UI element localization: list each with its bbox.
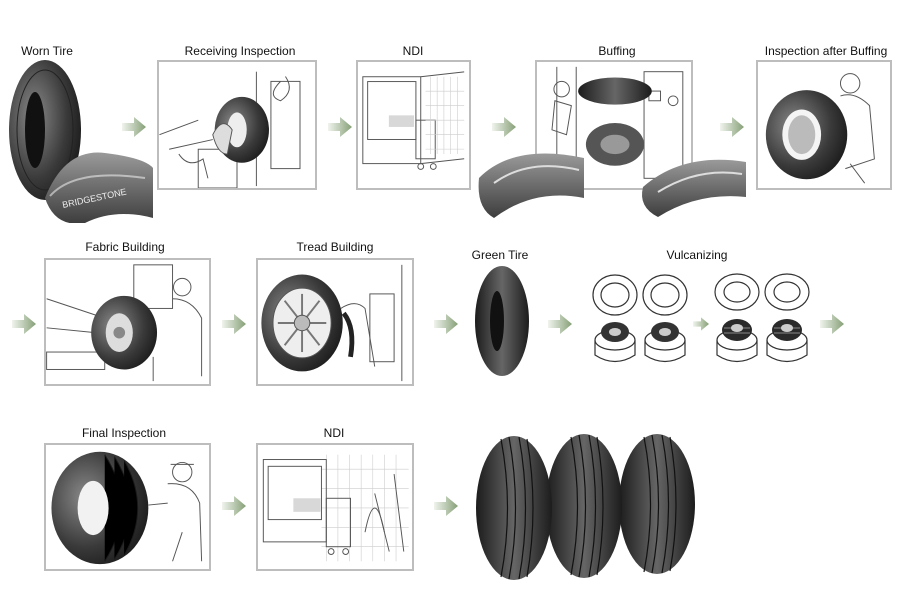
- label-buffing: Buffing: [598, 44, 636, 58]
- flow-arrow: [222, 496, 246, 516]
- panel-fabric-building: [44, 258, 211, 386]
- worn-tire-illustration: BRIDGESTONE: [9, 60, 153, 223]
- label-final-inspection: Final Inspection: [81, 426, 167, 440]
- label-tread-building: Tread Building: [296, 240, 374, 254]
- panel-buffing: [535, 60, 693, 190]
- panel-receiving-inspection: [157, 60, 317, 190]
- label-receiving-inspection: Receiving Inspection: [184, 44, 296, 58]
- flow-arrow: [720, 117, 744, 137]
- flow-arrow: [434, 314, 458, 334]
- label-inspection-after-buffing: Inspection after Buffing: [764, 44, 888, 58]
- panel-inspection-after-buffing: [756, 60, 892, 190]
- label-fabric-building: Fabric Building: [85, 240, 165, 254]
- panel-ndi-2: [256, 443, 414, 571]
- panel-ndi-1: [356, 60, 471, 190]
- label-green-tire: Green Tire: [471, 248, 529, 262]
- flow-arrow: [492, 117, 516, 137]
- label-worn-tire: Worn Tire: [21, 44, 73, 58]
- flow-arrow: [548, 314, 572, 334]
- panel-tread-building: [256, 258, 414, 386]
- green-tire-illustration: [475, 266, 529, 376]
- label-ndi-1: NDI: [402, 44, 424, 58]
- flow-arrow: [12, 314, 36, 334]
- flow-arrow: [434, 496, 458, 516]
- buffed-casing-right: [642, 159, 746, 217]
- finished-tires-illustration: [476, 434, 695, 580]
- panel-final-inspection: [44, 443, 211, 571]
- flow-arrow: [122, 117, 146, 137]
- vulcanizing-molds-open: [592, 274, 688, 363]
- buffed-casing-left: [478, 153, 584, 218]
- flow-arrow: [328, 117, 352, 137]
- flow-arrow: [820, 314, 844, 334]
- vulcanizing-molds-closing: [714, 273, 810, 363]
- label-vulcanizing: Vulcanizing: [666, 248, 728, 262]
- flow-arrow-small: [693, 317, 709, 331]
- flow-arrow: [222, 314, 246, 334]
- label-ndi-2: NDI: [323, 426, 345, 440]
